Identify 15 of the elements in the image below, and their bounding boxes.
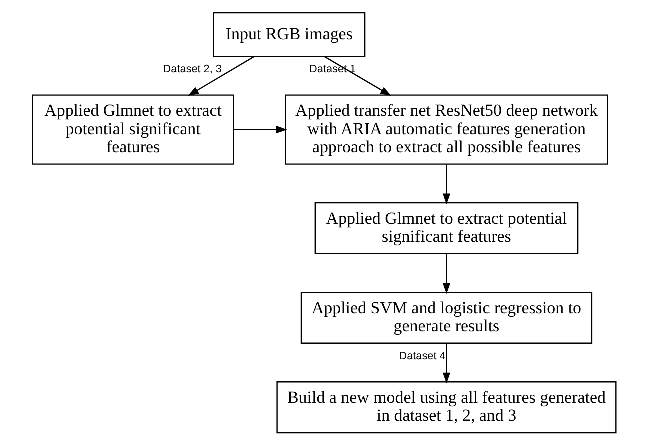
edge-label: Dataset 2, 3 — [162, 63, 222, 76]
arrow — [442, 254, 450, 294]
node-box: Input RGB images — [212, 12, 366, 58]
arrow — [324, 56, 391, 96]
node-box: Applied Glmnet to extract potential significant features — [32, 94, 234, 165]
node-box: Applied Glmnet to extract potential significant features — [314, 202, 578, 254]
arrow — [234, 126, 287, 134]
arrow — [442, 164, 450, 205]
arrow — [188, 56, 254, 96]
node-box: Build a new model using all features generated in dataset 1, 2, and 3 — [276, 382, 616, 434]
edge-label: Dataset 4 — [398, 350, 446, 362]
node-box: Applied SVM and logistic regression to generate results — [300, 292, 592, 344]
edge-label: Dataset 1 — [309, 63, 356, 76]
arrow — [442, 344, 450, 384]
node-box: Applied transfer net ResNet50 deep network with ARIA automatic features generation approach to extract all possible features — [284, 94, 608, 165]
